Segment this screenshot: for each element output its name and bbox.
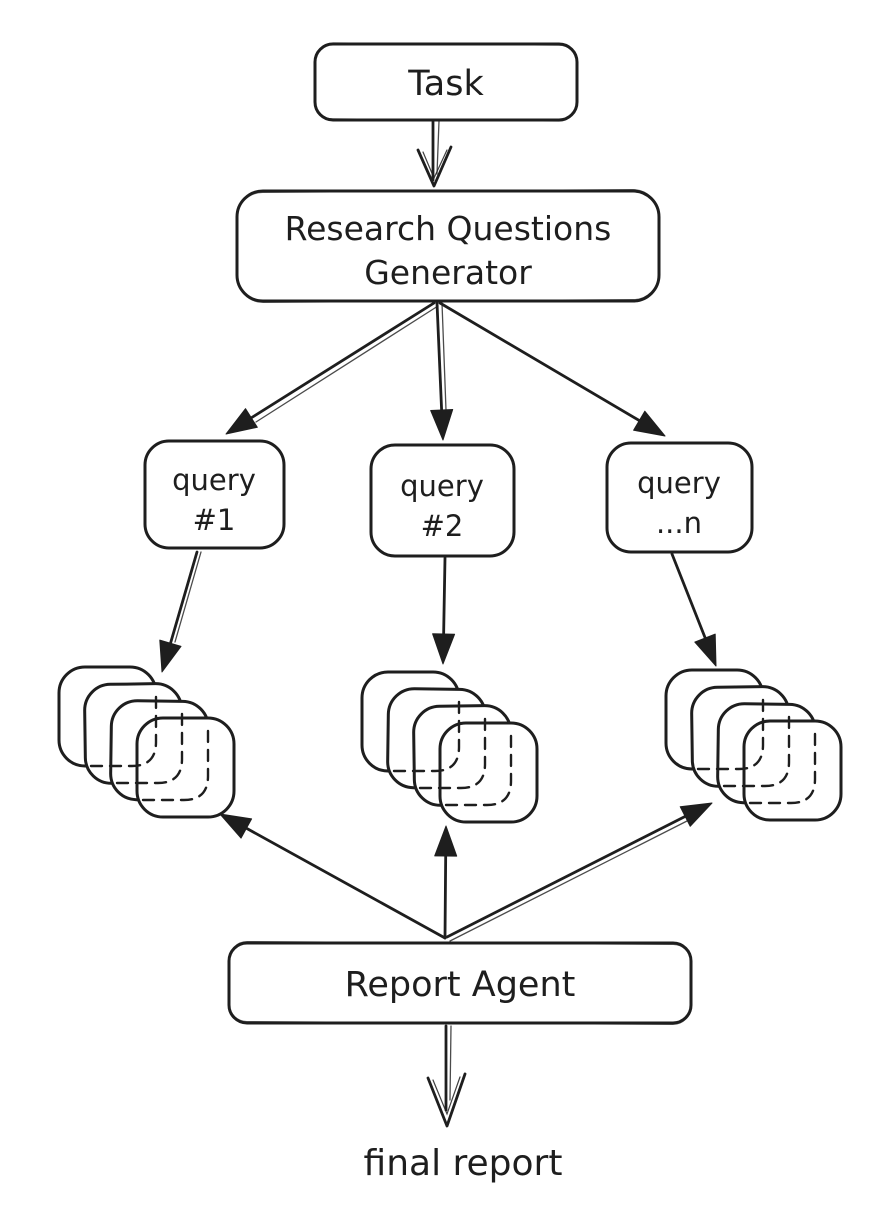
report-agent-label: Report Agent [345, 965, 576, 1005]
filled-arrowhead-icon [633, 410, 666, 437]
edge-line [249, 301, 436, 420]
query1-box-sketch-stroke [143, 439, 286, 550]
edge-line-second-pass [436, 120, 440, 175]
stack-card [742, 719, 843, 822]
stack-card-hidden-edge [444, 734, 513, 807]
queryn-label-line2: ...n [656, 506, 702, 540]
filled-arrowhead-icon [432, 633, 456, 665]
filled-arrowhead-icon [694, 633, 717, 667]
query2-label-line2: #2 [421, 509, 464, 543]
edge-generator-to-query2 [430, 301, 454, 441]
stack-card-hidden-edge [418, 717, 487, 790]
query2-label-line1: query [400, 469, 484, 503]
edge-line-second-pass [255, 305, 439, 423]
open-v-arrowhead-icon [416, 145, 453, 188]
edge-report-agent-to-stack1 [219, 813, 447, 940]
edge-generator-to-query1 [225, 301, 439, 435]
task-label: Task [407, 64, 484, 104]
task-node: Task [313, 42, 579, 122]
edge-line [670, 552, 708, 642]
results-stack-3 [664, 668, 843, 822]
stack-card [135, 716, 236, 819]
edge-line-second-pass [174, 551, 202, 643]
report-agent-box-sketch-stroke [228, 940, 692, 1026]
filled-arrowhead-icon [430, 409, 454, 441]
filled-arrowhead-icon [225, 408, 258, 435]
edge-line-second-pass [449, 1025, 452, 1101]
final-report-node: final report [364, 1143, 563, 1184]
stack-card-hidden-edge [696, 698, 765, 771]
filled-arrowhead-icon [679, 802, 713, 827]
open-v-arrowhead-inner [432, 1076, 461, 1116]
edge-line-second-pass [441, 302, 447, 411]
edge-line [443, 852, 448, 940]
stack-card [438, 721, 539, 824]
queryn-box-sketch-stroke [606, 441, 753, 554]
stack-card-hidden-edge [722, 715, 791, 788]
generator-label-line1: Research Questions [285, 209, 612, 248]
query2-box-sketch-stroke [369, 443, 516, 558]
stack-card-hidden-edge [748, 732, 817, 805]
open-v-arrowhead-icon [426, 1072, 467, 1128]
edge-line-second-pass [449, 819, 690, 942]
stack-card-hidden-edge [141, 729, 210, 802]
edge-query2-to-stack2 [432, 556, 456, 665]
queryn-label-line1: query [637, 466, 721, 500]
edge-line [438, 301, 642, 423]
edge-line [244, 826, 447, 940]
edge-queryn-to-stack3 [670, 552, 717, 667]
generator-label-line2: Generator [364, 253, 532, 292]
filled-arrowhead-icon [159, 639, 182, 673]
edge-line [442, 556, 447, 638]
filled-arrowhead-icon [219, 813, 253, 839]
query1-label-line1: query [172, 463, 256, 497]
generator-box-sketch-stroke [236, 189, 660, 303]
open-v-arrowhead-inner [422, 149, 448, 180]
task-box-sketch-stroke [314, 42, 578, 122]
edge-line [168, 550, 199, 647]
edge-line [435, 301, 444, 414]
results-stack-1 [57, 665, 236, 819]
edge-report-agent-to-stack3 [445, 802, 713, 942]
edge-line [445, 814, 688, 939]
query1-node: query #1 [143, 439, 286, 550]
edge-query1-to-stack1 [159, 550, 202, 673]
research-questions-generator-node: Research Questions Generator [235, 189, 661, 303]
final-report-label: final report [364, 1143, 563, 1184]
query1-label-line2: #1 [193, 503, 236, 537]
edge-task-to-generator [416, 119, 453, 188]
edge-report-agent-to-stack2 [434, 825, 458, 940]
stack-card-hidden-edge [392, 700, 461, 773]
queryn-node: query ...n [605, 441, 754, 554]
filled-arrowhead-icon [434, 825, 458, 857]
stack-card-hidden-edge [89, 695, 158, 768]
query2-node: query #2 [369, 443, 516, 558]
edge-generator-to-queryn [438, 301, 666, 437]
results-stack-2 [360, 670, 539, 824]
edge-report-agent-to-final-report [426, 1024, 467, 1128]
report-agent-node: Report Agent [227, 940, 693, 1026]
stack-card-hidden-edge [115, 712, 184, 785]
